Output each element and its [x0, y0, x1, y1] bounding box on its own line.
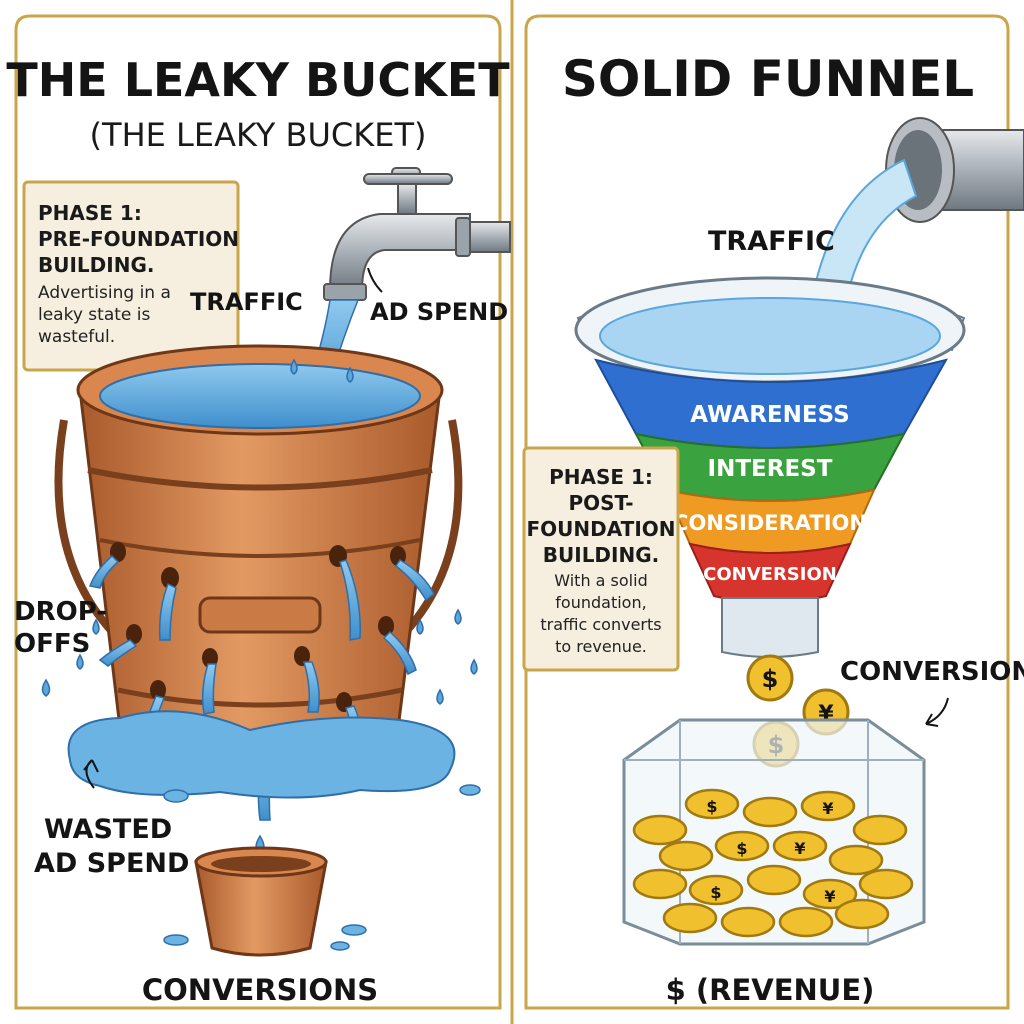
right-phase-heading-2: POST- — [568, 491, 633, 515]
stage-awareness: AWARENESS — [690, 402, 849, 428]
left-phase-heading-3: BUILDING. — [38, 253, 154, 277]
stage-interest: INTEREST — [708, 456, 833, 482]
svg-text:$: $ — [736, 839, 747, 858]
left-phase-body-3: wasteful. — [38, 327, 115, 347]
right-phase-box: PHASE 1: POST- FOUNDATION BUILDING. With… — [522, 446, 680, 672]
right-traffic-label: TRAFFIC — [708, 226, 835, 257]
left-conversions-label: CONVERSIONS — [142, 973, 378, 1007]
right-panel-frame — [524, 14, 1010, 1010]
right-phase-body-3: traffic converts — [540, 615, 661, 634]
left-title: THE LEAKY BUCKET — [6, 53, 510, 107]
svg-text:$: $ — [706, 797, 717, 816]
left-phase-body-2: leaky state is — [38, 305, 150, 325]
svg-text:$: $ — [710, 883, 721, 902]
svg-text:¥: ¥ — [794, 839, 805, 858]
coin-pile — [632, 788, 914, 938]
drop-offs-label-2: OFFS — [14, 629, 90, 659]
faucet-icon — [323, 167, 511, 301]
right-conversions-label: CONVERSIONS — [840, 657, 1024, 687]
wasted-ad-spend-label-1: WASTED — [44, 814, 172, 845]
right-phase-heading-4: BUILDING. — [543, 543, 659, 567]
coin-icon: $ — [746, 654, 794, 702]
right-phase-body-2: foundation, — [555, 593, 646, 612]
left-phase-heading-1: PHASE 1: — [38, 201, 142, 225]
left-panel-frame — [14, 14, 502, 1010]
puddle — [67, 710, 456, 799]
svg-text:¥: ¥ — [824, 887, 835, 906]
funnel-icon — [574, 276, 966, 658]
svg-text:$: $ — [762, 665, 779, 693]
svg-text:¥: ¥ — [822, 799, 833, 818]
stage-consideration: CONSIDERATION — [673, 511, 867, 535]
revenue-label: $ (REVENUE) — [666, 973, 875, 1007]
leaky-bucket-icon — [54, 344, 463, 759]
conversions-arrow — [925, 697, 949, 727]
left-traffic-label: TRAFFIC — [190, 288, 303, 316]
right-title: SOLID FUNNEL — [562, 50, 974, 108]
ad-spend-arrow — [367, 267, 383, 293]
left-phase-body-1: Advertising in a — [38, 283, 171, 303]
conversions-cup-icon — [194, 846, 328, 957]
puddle-splashes — [163, 784, 481, 951]
right-phase-body-4: to revenue. — [555, 637, 647, 656]
coin-symbols: $ ¥ $ ¥ $ ¥ — [706, 797, 835, 906]
right-phase-body-1: With a solid — [554, 571, 647, 590]
right-phase-heading-3: FOUNDATION — [527, 517, 676, 541]
stage-conversion: CONVERSION — [703, 564, 837, 585]
drop-offs-label-1: DROP- — [14, 597, 107, 627]
left-phase-heading-2: PRE-FOUNDATION — [38, 227, 239, 251]
left-subtitle: (THE LEAKY BUCKET) — [90, 116, 427, 154]
right-phase-heading-1: PHASE 1: — [549, 465, 653, 489]
wasted-arrow — [83, 759, 99, 789]
water-drops — [41, 358, 478, 855]
left-phase-box: PHASE 1: PRE-FOUNDATION BUILDING. Advert… — [22, 180, 240, 372]
wasted-ad-spend-label-2: AD SPEND — [34, 848, 189, 879]
ad-spend-label: AD SPEND — [370, 298, 508, 326]
